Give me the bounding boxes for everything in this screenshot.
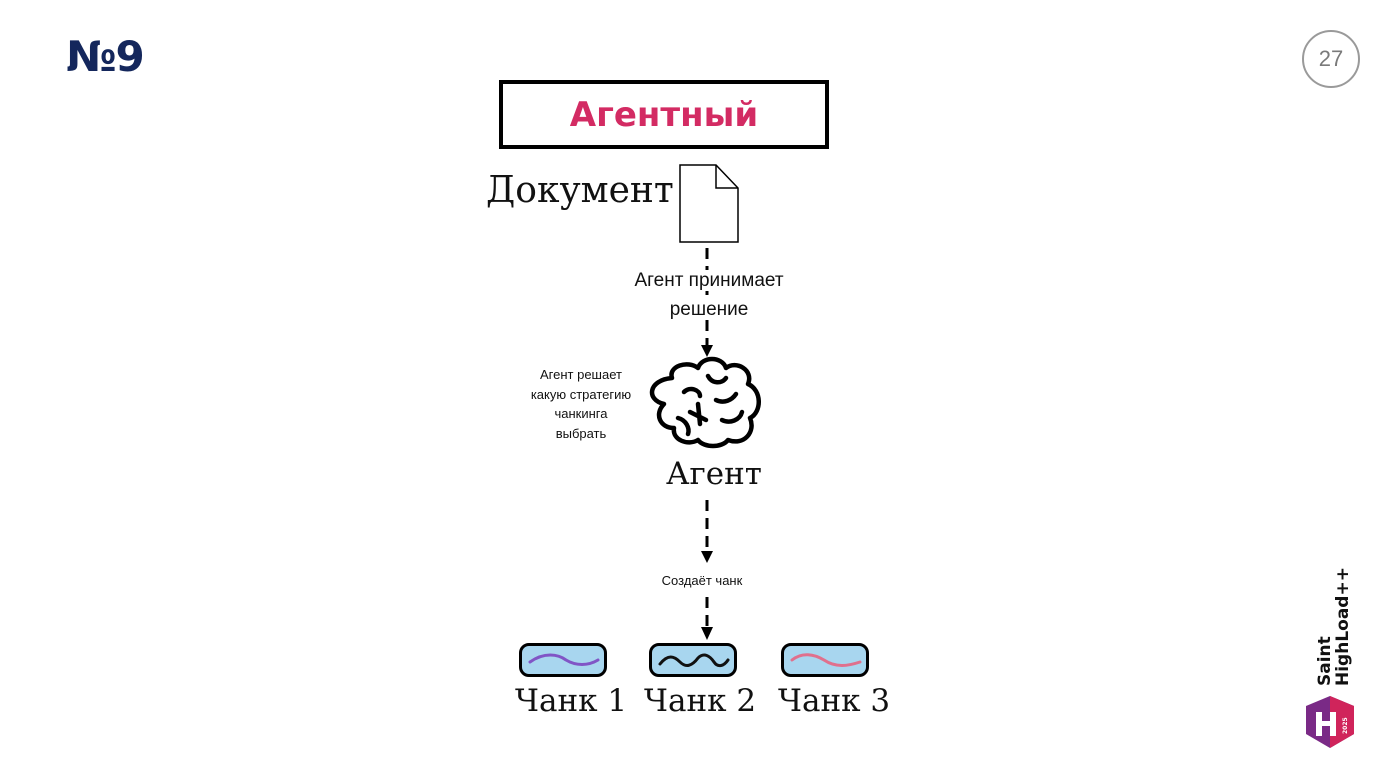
agent-label: Агент — [666, 456, 762, 492]
wave-icon — [528, 653, 600, 666]
strategy-line-3: чанкинга — [554, 406, 608, 421]
decision-line-2: решение — [669, 299, 749, 320]
chunk-3 — [781, 643, 869, 677]
chunk-label-3: Чанк 3 — [778, 683, 891, 719]
arrow-agent-to-chunk — [701, 500, 713, 640]
brand-line-1: Saint — [1315, 636, 1335, 686]
chunk-2 — [649, 643, 737, 677]
creates-chunk-label: Создаёт чанк — [650, 573, 754, 588]
chunk-label-2: Чанк 2 — [644, 683, 757, 719]
diagram-title: Агентный — [569, 94, 759, 135]
page-number-badge: 27 — [1302, 30, 1360, 88]
saint-highload-logo: Saint HighLoad++ 2025 — [1306, 567, 1354, 748]
slide-number: №9 — [66, 32, 145, 81]
wave-icon — [790, 653, 862, 667]
document-icon — [679, 164, 739, 243]
title-box: Агентный — [499, 80, 829, 149]
page-number: 27 — [1318, 46, 1344, 71]
brand-badge: 2025 — [1306, 696, 1354, 748]
strategy-note: Агент решает какую стратегию чанкинга вы… — [516, 365, 646, 443]
brand-year: 2025 — [1342, 717, 1349, 734]
strategy-line-1: Агент решает — [540, 367, 622, 382]
chunk-1 — [519, 643, 607, 677]
document-label: Документ — [486, 170, 674, 211]
strategy-line-2: какую стратегию — [530, 386, 632, 402]
brand-line-2: HighLoad++ — [1333, 567, 1353, 686]
brain-icon — [650, 356, 761, 449]
strategy-line-4: выбрать — [555, 425, 607, 441]
arrow-document-to-agent — [701, 248, 713, 357]
decision-text: Агент принимает решение — [610, 266, 808, 324]
wave-icon — [658, 653, 730, 668]
decision-line-1: Агент принимает — [634, 270, 784, 291]
chunk-label-1: Чанк 1 — [515, 683, 628, 719]
